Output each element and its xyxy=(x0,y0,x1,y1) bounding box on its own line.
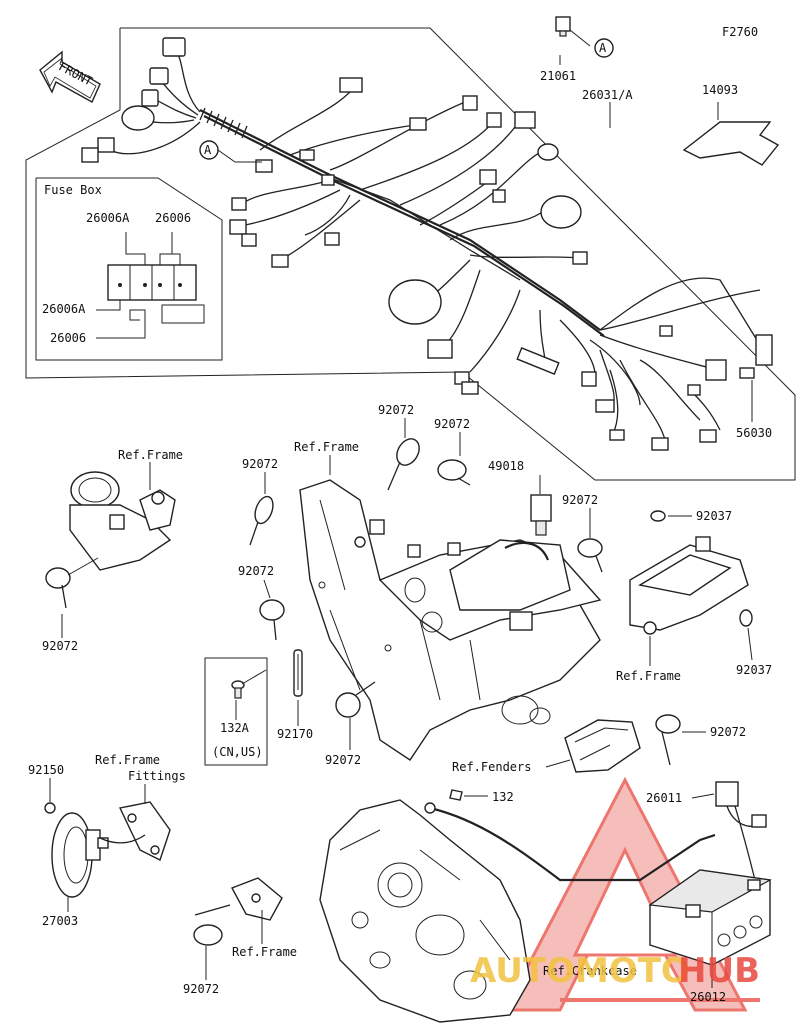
watermark-text-secondary: HUB xyxy=(678,951,760,991)
label-49018: 49018 xyxy=(488,459,524,473)
fender-piece xyxy=(564,719,641,773)
clip-92072-a xyxy=(387,438,420,491)
ref-frame-horn: Ref.Frame xyxy=(95,753,160,767)
bolt-132a-box xyxy=(204,657,268,766)
label-132a-note: (CN,US) xyxy=(212,745,263,759)
label-132a: 132A xyxy=(220,721,250,735)
label-92037-top: 92037 xyxy=(696,509,732,523)
label-27003: 27003 xyxy=(42,914,78,928)
clip-92072-c xyxy=(249,495,274,546)
front-arrow-icon xyxy=(39,50,101,103)
ref-frame-right: Ref.Frame xyxy=(616,669,681,683)
label-92037-bottom: 92037 xyxy=(736,663,772,677)
ref-frame-left: Ref.Frame xyxy=(118,448,183,462)
label-92072-e: 92072 xyxy=(562,493,598,507)
watermark-text-primary: AUTOMOTO xyxy=(470,951,690,991)
label-92072-d: 92072 xyxy=(238,564,274,578)
label-26012: 26012 xyxy=(690,990,726,1004)
fuse-box-inset xyxy=(35,177,223,361)
label-92072-bottom: 92072 xyxy=(183,982,219,996)
label-92072-f: 92072 xyxy=(325,753,361,767)
fuse-label-26006-bottom: 26006 xyxy=(50,331,86,345)
label-92072-a: 92072 xyxy=(378,403,414,417)
label-92072-left: 92072 xyxy=(42,639,78,653)
main-wire-harness xyxy=(109,49,761,441)
part-21061 xyxy=(555,16,571,37)
harness-leaders xyxy=(217,29,753,422)
grommet-92072-left xyxy=(45,557,99,609)
label-26011: 26011 xyxy=(646,791,682,805)
ref-fittings: Fittings xyxy=(128,769,186,783)
fuse-box-diagram xyxy=(96,232,205,339)
horn-27003 xyxy=(44,802,109,898)
clip-92072-e xyxy=(577,538,603,573)
label-14093: 14093 xyxy=(702,83,738,97)
ground-cable xyxy=(424,789,716,882)
ref-fenders: Ref.Fenders xyxy=(452,760,531,774)
label-92072-g: 92072 xyxy=(710,725,746,739)
callout-a-top: A xyxy=(599,41,607,55)
leader-ref-fenders xyxy=(545,759,571,768)
clip-92072-f xyxy=(335,681,376,718)
clip-92072-h xyxy=(354,536,366,548)
fuse-label-26006a-left: 26006A xyxy=(42,302,86,316)
label-56030: 56030 xyxy=(736,426,772,440)
callout-a-circle-harness xyxy=(199,140,219,160)
callout-a-harness: A xyxy=(204,143,212,157)
connector-49018 xyxy=(530,494,552,536)
fuse-label-26006a-top: 26006A xyxy=(86,211,130,225)
right-frame-bracket xyxy=(629,510,753,635)
leader-26011 xyxy=(691,793,715,799)
fuse-box-title: Fuse Box xyxy=(44,183,102,197)
label-92170: 92170 xyxy=(277,727,313,741)
leader-92037-bottom xyxy=(747,627,753,661)
left-frame-bracket xyxy=(69,471,176,571)
band-92170 xyxy=(293,649,303,697)
clip-92072-g xyxy=(655,714,681,766)
label-92150: 92150 xyxy=(28,763,64,777)
crankcase xyxy=(319,799,531,1023)
battery-26012 xyxy=(648,869,772,966)
ref-frame-center: Ref.Frame xyxy=(294,440,359,454)
figure-code: F2760 xyxy=(722,25,758,39)
small-bracket xyxy=(193,877,283,946)
label-26031: 26031/A xyxy=(582,88,633,102)
label-132: 132 xyxy=(492,790,514,804)
center-frame xyxy=(299,479,602,761)
leader-92072-d xyxy=(263,579,271,599)
ref-crankcase: Ref.Crankcase xyxy=(543,964,637,978)
part-14093 xyxy=(682,121,780,166)
label-92072-b: 92072 xyxy=(434,417,470,431)
relay-26011 xyxy=(715,781,767,881)
callout-a-circle-top xyxy=(594,38,614,58)
clip-92072-b xyxy=(437,459,471,486)
label-92072-c: 92072 xyxy=(242,457,278,471)
harness-panel xyxy=(25,27,796,481)
label-21061: 21061 xyxy=(540,69,576,83)
horn-fittings-bracket xyxy=(99,801,171,861)
harness-connectors xyxy=(81,37,773,451)
ref-frame-bottom: Ref.Frame xyxy=(232,945,297,959)
fuse-label-26006-top: 26006 xyxy=(155,211,191,225)
clip-92072-d xyxy=(259,599,285,641)
